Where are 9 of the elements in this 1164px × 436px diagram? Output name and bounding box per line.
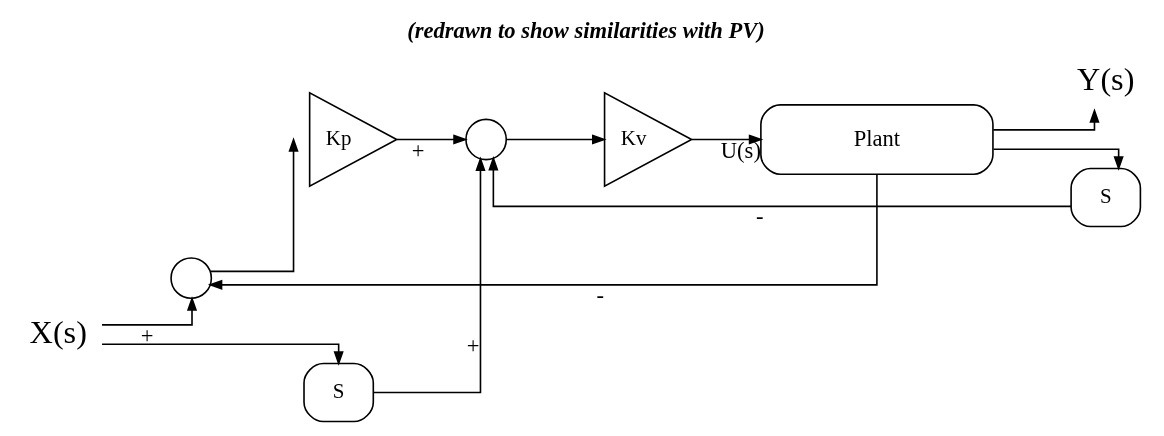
node-text: X(s) (29, 313, 87, 350)
node-text: Y(s) (1077, 60, 1135, 97)
edge-label: - (596, 282, 605, 308)
edge-label: + (411, 137, 425, 163)
edge-label: - (756, 203, 764, 229)
diagram-title: (redrawn to show similarities with PV) (407, 17, 765, 43)
edge-label: + (140, 322, 154, 348)
edge-label: + (466, 332, 480, 358)
edge-label: U(s) (720, 137, 761, 163)
